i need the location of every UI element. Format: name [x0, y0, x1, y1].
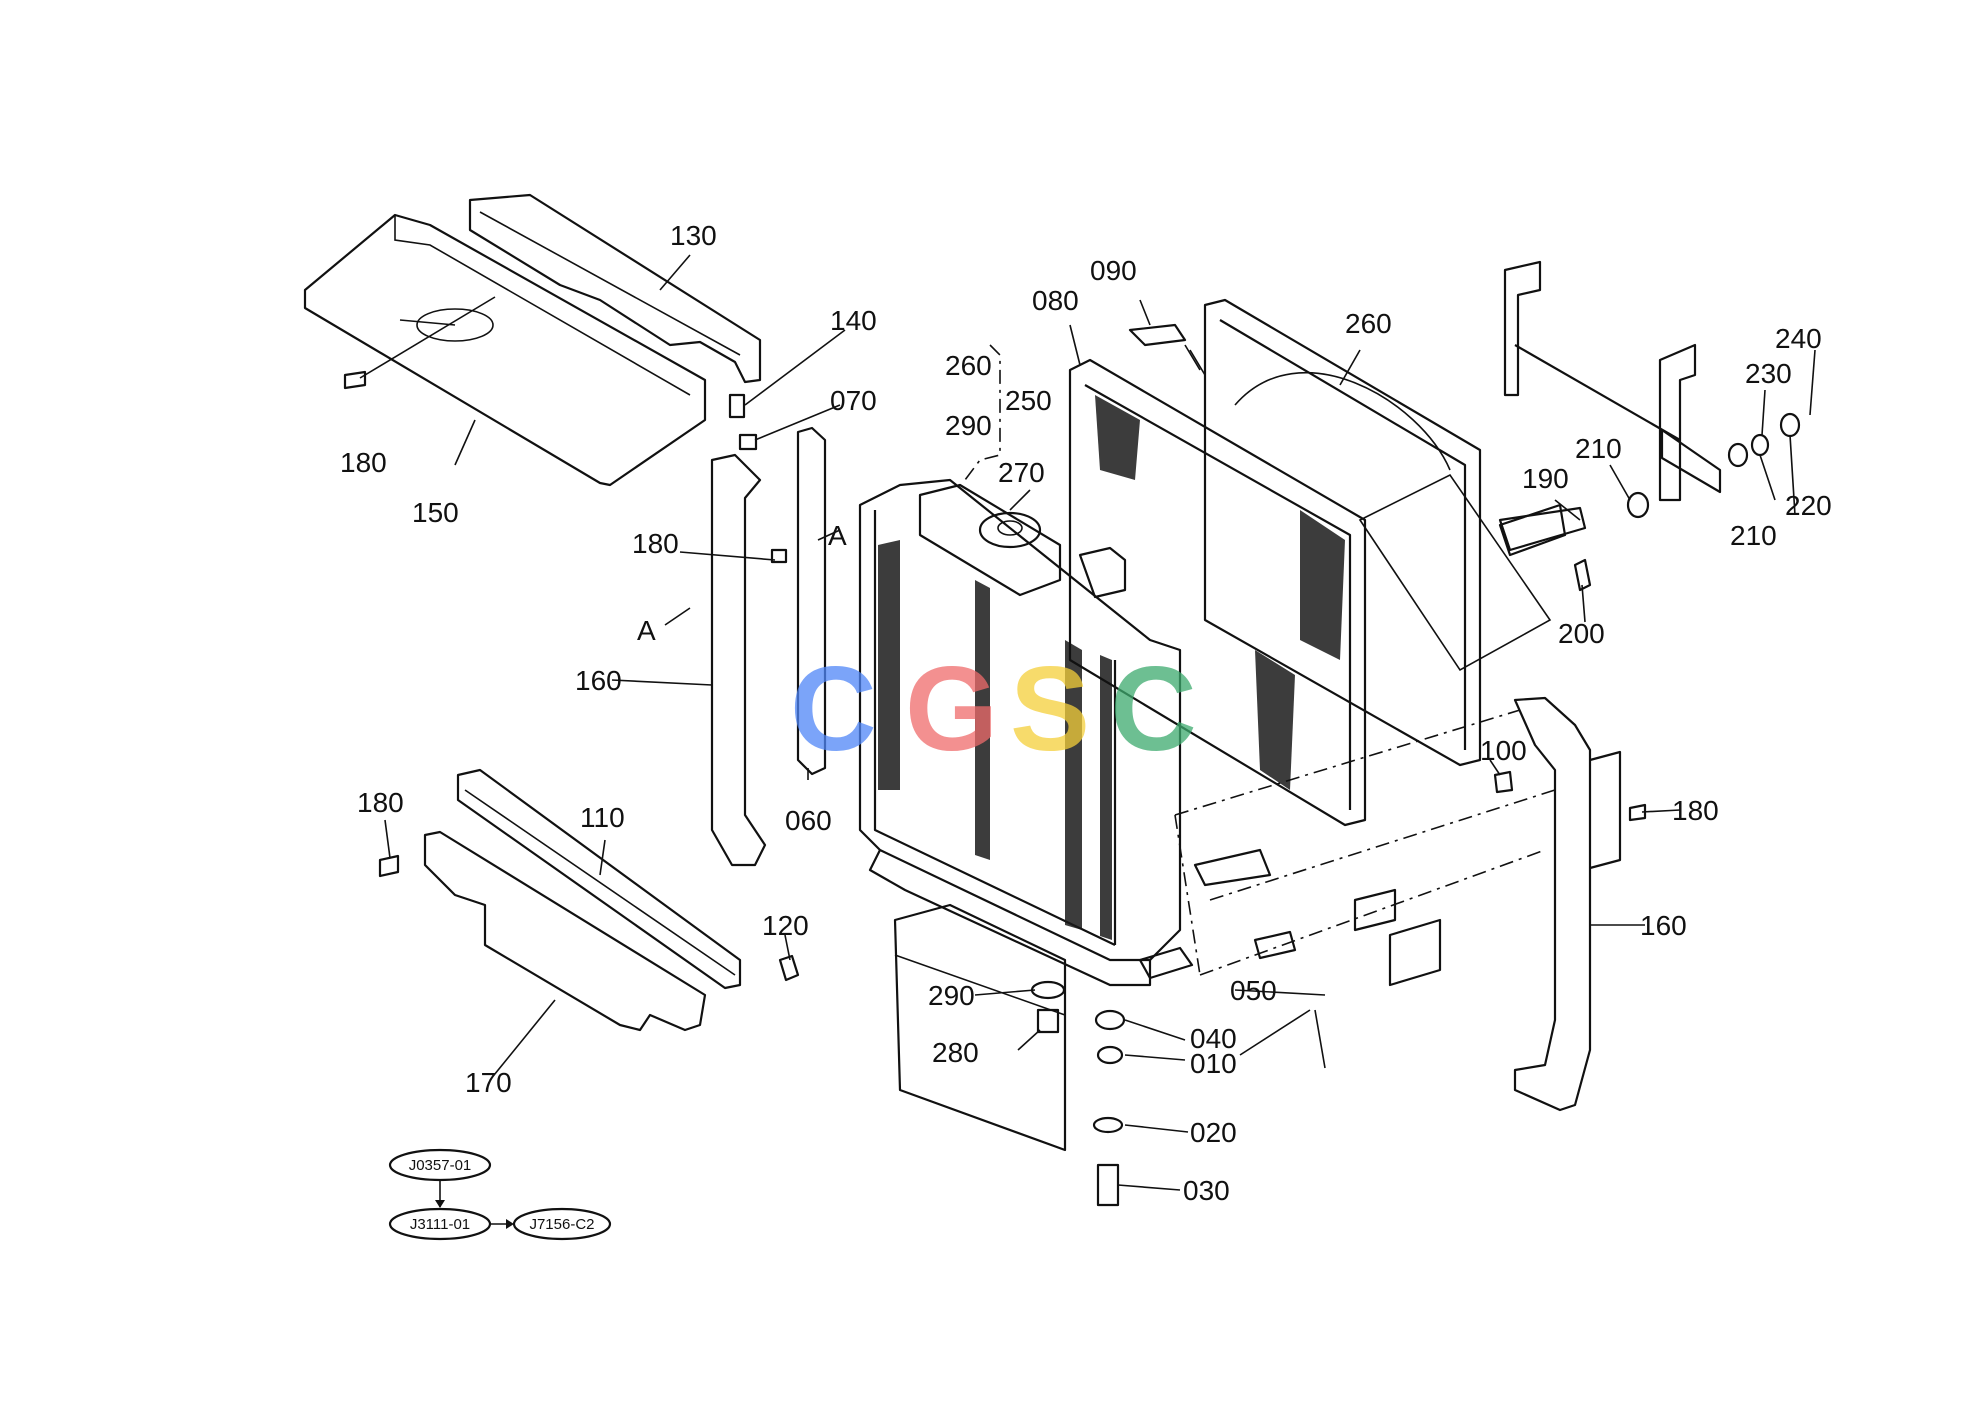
label-160: 160 — [1640, 910, 1687, 941]
label-a: A — [637, 615, 656, 646]
part-080-shroud-frame — [1068, 358, 1367, 827]
label-010: 010 — [1190, 1048, 1237, 1079]
radiator-assembly — [858, 478, 1182, 987]
label-290: 290 — [945, 410, 992, 441]
label-210: 210 — [1575, 433, 1622, 464]
label-100: 100 — [1480, 735, 1527, 766]
label-250: 250 — [1005, 385, 1052, 416]
label-280: 280 — [932, 1037, 979, 1068]
label-140: 140 — [830, 305, 877, 336]
part-170-lower-panel — [423, 830, 707, 1032]
base-frame — [893, 709, 1556, 1152]
label-130: 130 — [670, 220, 717, 251]
label-180: 180 — [632, 528, 679, 559]
watermark-letter: S — [1010, 642, 1090, 776]
label-290: 290 — [928, 980, 975, 1011]
watermark-letter: C — [1110, 642, 1197, 776]
ref-j7156: J7156-C2 — [529, 1216, 594, 1233]
part-160-left-bracket — [710, 453, 767, 867]
right-frame-rails — [1498, 260, 1722, 552]
ref-bubble — [512, 1207, 612, 1241]
label-210: 210 — [1730, 520, 1777, 551]
part-160-right-bracket — [1513, 696, 1622, 1112]
part-number-labels: 130 140 180 150 070 180 A A 160 060 260 … — [340, 220, 1832, 1206]
label-020: 020 — [1190, 1117, 1237, 1148]
ref-j3111: J3111-01 — [410, 1216, 470, 1233]
label-160: 160 — [575, 665, 622, 696]
label-090: 090 — [1090, 255, 1137, 286]
label-180: 180 — [1672, 795, 1719, 826]
ref-j0357: J0357-01 — [409, 1157, 472, 1174]
label-070: 070 — [830, 385, 877, 416]
label-240: 240 — [1775, 323, 1822, 354]
label-030: 030 — [1183, 1175, 1230, 1206]
label-180: 180 — [357, 787, 404, 818]
leader-lines — [359, 254, 1816, 1191]
label-180: 180 — [340, 447, 387, 478]
part-130-top-rail — [468, 193, 762, 384]
label-150: 150 — [412, 497, 459, 528]
label-200: 200 — [1558, 618, 1605, 649]
label-a: A — [828, 520, 847, 551]
label-060: 060 — [785, 805, 832, 836]
label-230: 230 — [1745, 358, 1792, 389]
label-260: 260 — [1345, 308, 1392, 339]
hardware-fasteners — [343, 370, 1801, 1207]
label-220: 220 — [1785, 490, 1832, 521]
part-090-clip — [1128, 323, 1187, 347]
watermark-letter: C — [790, 642, 877, 776]
part-110-bottom-rail — [456, 768, 742, 990]
label-040: 040 — [1190, 1023, 1237, 1054]
watermark-letter: G — [905, 642, 998, 776]
part-260-fan-shroud — [1203, 298, 1552, 767]
label-170: 170 — [465, 1067, 512, 1098]
label-190: 190 — [1522, 463, 1569, 494]
label-260: 260 — [945, 350, 992, 381]
label-080: 080 — [1032, 285, 1079, 316]
label-120: 120 — [762, 910, 809, 941]
label-050: 050 — [1230, 975, 1277, 1006]
label-270: 270 — [998, 457, 1045, 488]
part-060-side-strip — [796, 426, 827, 776]
reference-flow: J0357-01 J3111-01 J7156-C2 — [388, 1148, 612, 1241]
label-110: 110 — [580, 802, 625, 833]
part-150-cover-plate — [303, 213, 707, 487]
